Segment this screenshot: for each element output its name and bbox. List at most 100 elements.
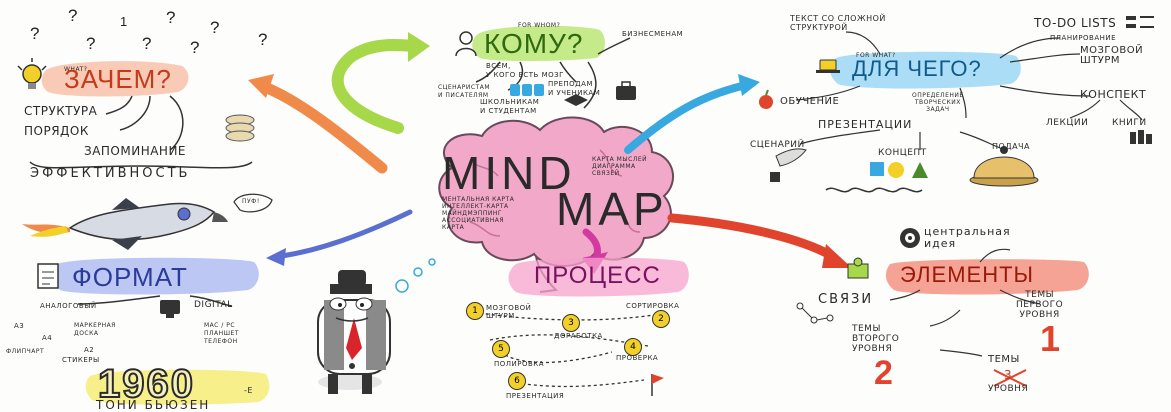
format-year: 1960 xyxy=(97,361,195,407)
format-a3: A3 xyxy=(14,322,25,330)
why-tag: WHAT? xyxy=(64,66,88,73)
process-step-label: СОРТИРОВКА xyxy=(626,302,680,310)
whom-students: ШКОЛЬНИКАМ И СТУДЕНТАМ xyxy=(480,98,540,115)
why-item: ПОРЯДОК xyxy=(24,124,89,138)
question-mark: ? xyxy=(142,34,152,53)
what-for-concept: КОНЦЕПТ xyxy=(878,148,927,158)
what-for-brainstorm: МОЗГОВОЙ ШТУРМ xyxy=(1080,45,1144,66)
process-step-label: ПРЕЗЕНТАЦИЯ xyxy=(506,392,565,400)
arrow-to-whom xyxy=(331,32,430,134)
businessman-illustration xyxy=(317,270,391,394)
what-for-tag: FOR WHAT? xyxy=(856,52,896,59)
whom-business: БИЗНЕСМЕНАМ xyxy=(622,30,684,38)
memo-stack-icon xyxy=(225,114,255,142)
monitor-icon xyxy=(160,300,180,318)
why-item: ЗАПОМИНАНИЕ xyxy=(84,144,187,158)
process-step: 3 xyxy=(562,314,580,332)
process-step: 4 xyxy=(624,338,642,356)
format-a2: A2 xyxy=(84,346,95,354)
apple-icon xyxy=(759,89,773,109)
format-flipchart: ФЛИПЧАРТ xyxy=(6,348,45,355)
squiggle-line xyxy=(825,187,923,193)
format-analog: АНАЛОГОВЫЙ xyxy=(40,302,97,310)
elements-highlight xyxy=(885,259,1089,295)
what-for-books: КНИГИ xyxy=(1112,118,1147,128)
format-devices: MAC / PC ПЛАНШЕТ ТЕЛЕФОН xyxy=(204,322,240,345)
elements-num2: 2 xyxy=(874,354,894,392)
why-title: ЗАЧЕМ? xyxy=(64,64,172,94)
whom-title: КОМУ? xyxy=(484,28,584,59)
question-mark: 1 xyxy=(120,14,128,29)
format-highlight xyxy=(53,257,259,295)
cross-out-x xyxy=(993,369,1027,387)
what-for-summary: КОНСПЕКТ xyxy=(1080,88,1147,101)
why-highlight xyxy=(41,61,189,97)
format-a4: A4 xyxy=(42,334,53,342)
thought-bubbles xyxy=(395,258,436,293)
target-icon xyxy=(900,228,920,248)
question-mark: ? xyxy=(258,30,268,49)
elements-num1: 1 xyxy=(1040,318,1062,359)
what-for-presentations: ПРЕЗЕНТАЦИИ xyxy=(818,118,913,131)
elements-level3-word: ТЕМЫ xyxy=(988,354,1020,365)
process-highlight xyxy=(508,257,689,297)
quill-icon xyxy=(770,148,807,182)
process-title: ПРОЦЕСС xyxy=(534,262,661,289)
format-digital: DIGITAL xyxy=(194,300,233,310)
elements-title: ЭЛЕМЕНТЫ xyxy=(900,262,1034,287)
format-stickers: СТИКЕРЫ xyxy=(62,356,100,364)
whom-highlight xyxy=(472,25,605,61)
center-synonyms: КАРТА МЫСЛЕЙ ДИАГРАММА СВЯЗЕЙ xyxy=(592,156,648,177)
what-for-learning: ОБУЧЕНИЕ xyxy=(780,96,840,107)
what-for-creative: ОПРЕДЕЛЕНИЕ ТВОРЧЕСКИХ ЗАДАЧ xyxy=(912,92,964,113)
what-for-planning: ПЛАНИРОВАНИЕ xyxy=(1050,34,1117,42)
what-for-script: СЦЕНАРИЙ xyxy=(750,140,805,150)
books-icon xyxy=(510,84,544,96)
whom-teachers: ПРЕПОДАМ И УЧЕНИКАМ xyxy=(548,80,601,97)
arrow-to-elements xyxy=(667,213,852,268)
elements-level3-num: 3 xyxy=(1004,368,1013,382)
connection-dots-icon xyxy=(796,302,834,324)
shapes-icon xyxy=(870,162,928,178)
what-for-highlight xyxy=(830,51,1021,89)
arrow-to-why xyxy=(248,74,388,174)
process-step: 2 xyxy=(652,310,670,328)
process-step-label: МОЗГОВОЙ ШТУРМ xyxy=(486,304,532,320)
what-for-lectures: ЛЕКЦИИ xyxy=(1046,118,1089,128)
center-map: MAP xyxy=(556,183,668,235)
format-marker-board: МАРКЕРНАЯ ДОСКА xyxy=(74,322,116,337)
document-icon xyxy=(37,263,59,289)
what-for-delivery: ПОДАЧА xyxy=(992,142,1030,151)
question-mark: ? xyxy=(86,34,96,53)
elements-level1: ТЕМЫ ПЕРВОГО УРОВНЯ xyxy=(1016,290,1064,320)
cloche-dish-icon xyxy=(969,146,1039,187)
checklist-icon xyxy=(1126,16,1154,28)
process-step: 1 xyxy=(466,302,484,320)
rocket-icon xyxy=(22,193,273,250)
whom-branch-lines xyxy=(475,37,631,109)
laptop-icon xyxy=(816,59,840,73)
center-mind: MIND xyxy=(442,147,576,199)
books-stack-icon xyxy=(1130,130,1152,144)
arrow-to-format xyxy=(266,209,413,266)
question-mark: ? xyxy=(68,6,78,25)
elements-level2: ТЕМЫ ВТОРОГО УРОВНЯ xyxy=(852,324,900,354)
format-author: ТОНИ БЬЮЗЕН xyxy=(96,398,211,412)
puzzle-icon xyxy=(847,257,869,279)
center-list: МЕНТАЛЬНАЯ КАРТА ИНТЕЛЛЕКТ-КАРТА МАЙНДМЭ… xyxy=(442,196,515,231)
why-item: ЭФФЕКТИВНОСТЬ xyxy=(30,166,191,181)
why-item: СТРУКТУРА xyxy=(24,104,98,118)
process-step-label: ПОЛИРОВКА xyxy=(494,360,545,368)
flag-icon xyxy=(651,374,664,396)
elements-central: ЦЕНТРАЛЬНАЯ ИДЕЯ xyxy=(924,225,1011,250)
elements-level3-rest: УРОВНЯ xyxy=(988,384,1029,394)
what-for-complex-text: ТЕКСТ СО СЛОЖНОЙ СТРУКТУРОЙ xyxy=(790,14,886,32)
arrow-to-what-for xyxy=(624,74,760,154)
question-mark: ? xyxy=(30,24,40,43)
elements-branch-lines xyxy=(889,248,1041,357)
why-branch-lines xyxy=(29,95,253,169)
what-for-branch-lines xyxy=(795,31,1143,150)
what-for-title: ДЛЯ ЧЕГО? xyxy=(852,56,982,81)
